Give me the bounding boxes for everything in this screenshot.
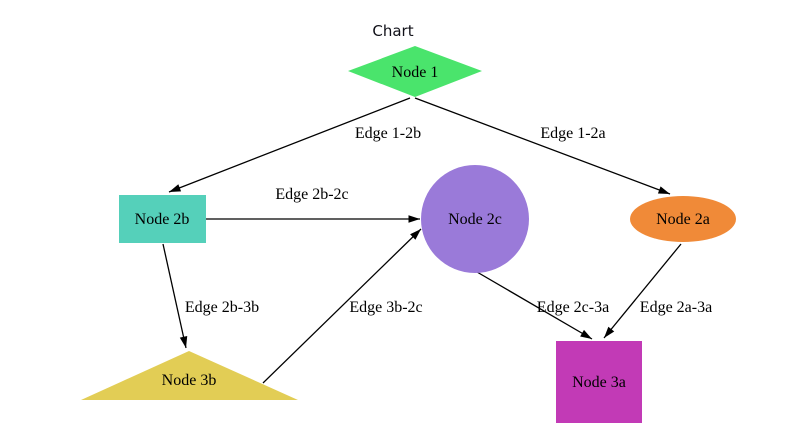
node-1-shape: [348, 46, 482, 97]
node-3b-label: Node 3b: [162, 372, 217, 389]
edge-label-1-2b: Edge 1-2b: [355, 125, 421, 142]
node-1-label: Node 1: [392, 64, 439, 81]
edge-3b-2c-arrow: [262, 228, 422, 384]
diagram-title: Chart: [372, 22, 413, 40]
edge-label-2b-3b: Edge 2b-3b: [185, 299, 259, 316]
edge-lines: [162, 97, 682, 384]
edge-2b-3b-arrow: [162, 243, 188, 349]
node-2b-label: Node 2b: [135, 211, 190, 228]
node-2c-shape: [421, 165, 529, 273]
node-3a-shape: [556, 341, 642, 423]
edge-1-2b-arrow: [168, 97, 411, 193]
edge-label-1-2a: Edge 1-2a: [540, 125, 605, 142]
nodes: Node 1 Node 2b Node 2c Node 2a Node 3b N…: [81, 46, 736, 423]
edge-label-3b-2c: Edge 3b-2c: [349, 299, 422, 316]
node-3a-label: Node 3a: [572, 374, 626, 391]
edge-label-2b-2c: Edge 2b-2c: [275, 186, 348, 203]
edge-1-2a-arrow: [414, 97, 671, 195]
edge-labels: Edge 1-2b Edge 1-2a Edge 2b-2c Edge 2b-3…: [185, 125, 712, 316]
node-3b-shape: [81, 351, 298, 400]
node-2a-shape: [630, 196, 736, 242]
edge-2c-3a-arrow: [476, 271, 593, 340]
edge-2a-3a-arrow: [603, 243, 682, 339]
node-2b-shape: [119, 195, 206, 243]
edge-label-2c-3a: Edge 2c-3a: [537, 299, 609, 316]
node-2a-label: Node 2a: [656, 211, 710, 228]
node-2c-label: Node 2c: [448, 211, 502, 228]
edge-label-2a-3a: Edge 2a-3a: [640, 299, 712, 316]
